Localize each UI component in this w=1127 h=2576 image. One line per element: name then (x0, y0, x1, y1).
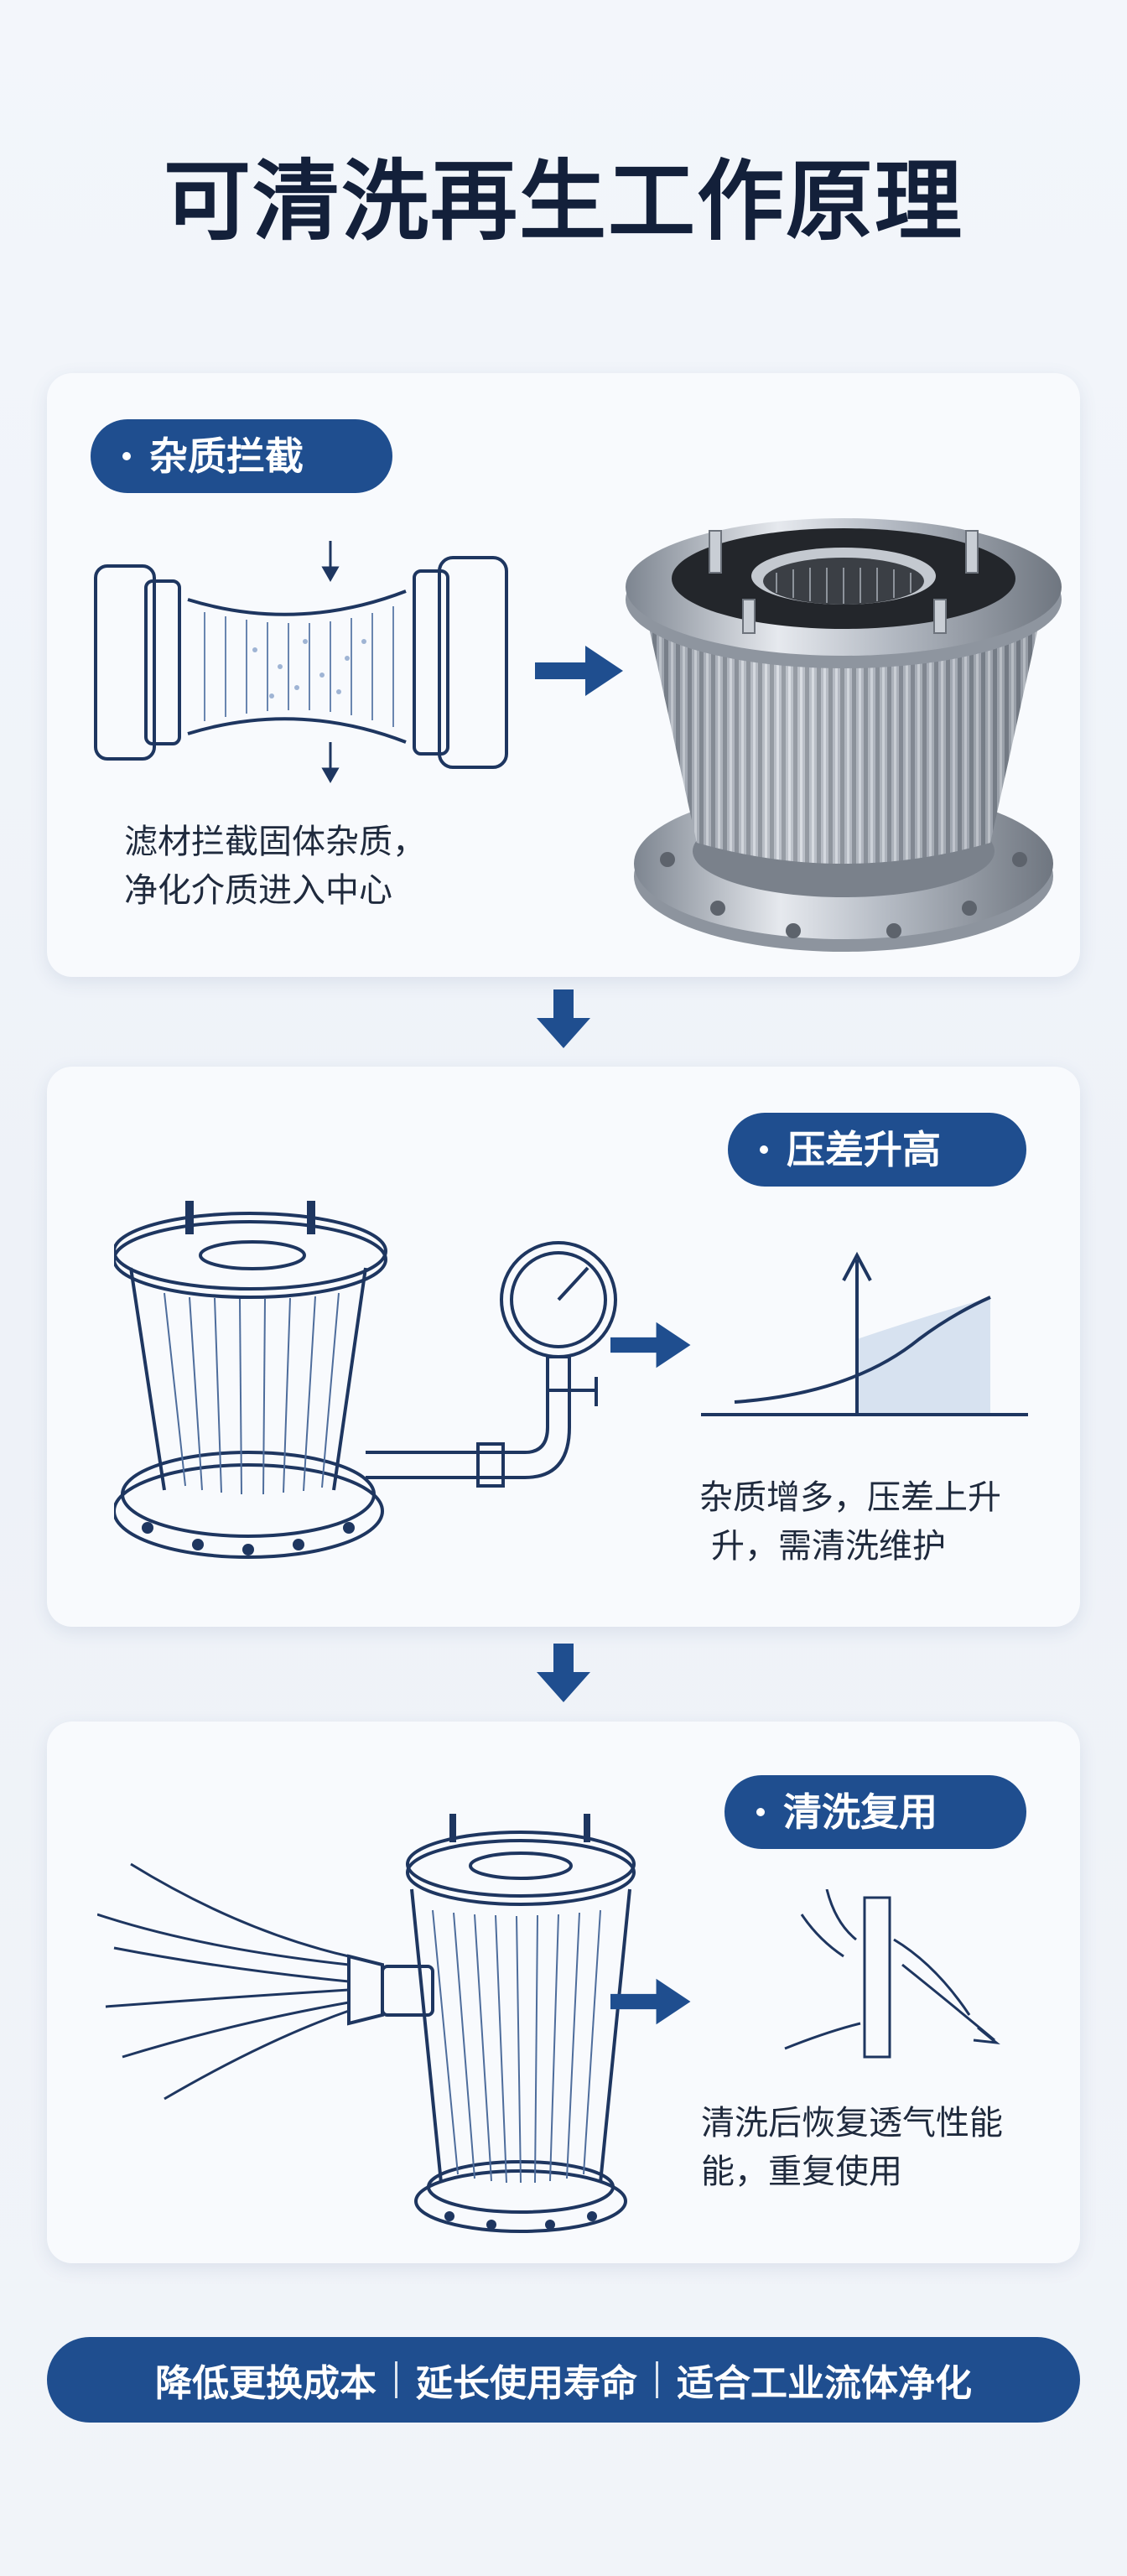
benefit-lifespan: 延长使用寿命 (416, 2362, 637, 2405)
step-card-pressure: 压差升高 (47, 1067, 1080, 1627)
pressure-curve-icon (701, 1251, 1028, 1416)
step-desc-cleaning: 清洗后恢复透气性能 能，重复使用 (701, 2104, 1003, 2191)
step-card-cleaning: 清洗复用 (47, 1722, 1080, 2263)
arrow-down-icon (537, 989, 590, 1048)
arrow-right-icon (535, 646, 623, 696)
step-card-intercept: 杂质拦截 (47, 373, 1080, 977)
step-label-cleaning: 清洗复用 (724, 1775, 1026, 1849)
pressure-gauge-icon (114, 1201, 617, 1559)
page-title: 可清洗再生工作原理 (163, 150, 963, 252)
divider (656, 2361, 658, 2398)
water-jet-icon (97, 1814, 636, 2233)
arrow-right-icon (610, 1978, 691, 2025)
divider (395, 2361, 397, 2398)
benefit-cost: 降低更换成本 (155, 2362, 377, 2405)
step-label-intercept: 杂质拦截 (91, 419, 392, 493)
step-label-pressure: 压差升高 (728, 1113, 1026, 1187)
cleaning-flow-icon (784, 1889, 1000, 2059)
step-desc-pressure: 杂质增多，压差上升 升，需清洗维护 (699, 1478, 1001, 1566)
filter-element-icon (626, 518, 1062, 952)
benefit-industrial: 适合工业流体净化 (677, 2362, 972, 2405)
benefits-bar: 降低更换成本 延长使用寿命 适合工业流体净化 (47, 2337, 1080, 2423)
arrow-down-icon (537, 1644, 590, 1702)
arrow-right-icon (610, 1322, 691, 1368)
filter-intercept-icon (94, 541, 508, 784)
step-desc-intercept: 滤材拦截固体杂质， 净化介质进入中心 (124, 823, 426, 910)
